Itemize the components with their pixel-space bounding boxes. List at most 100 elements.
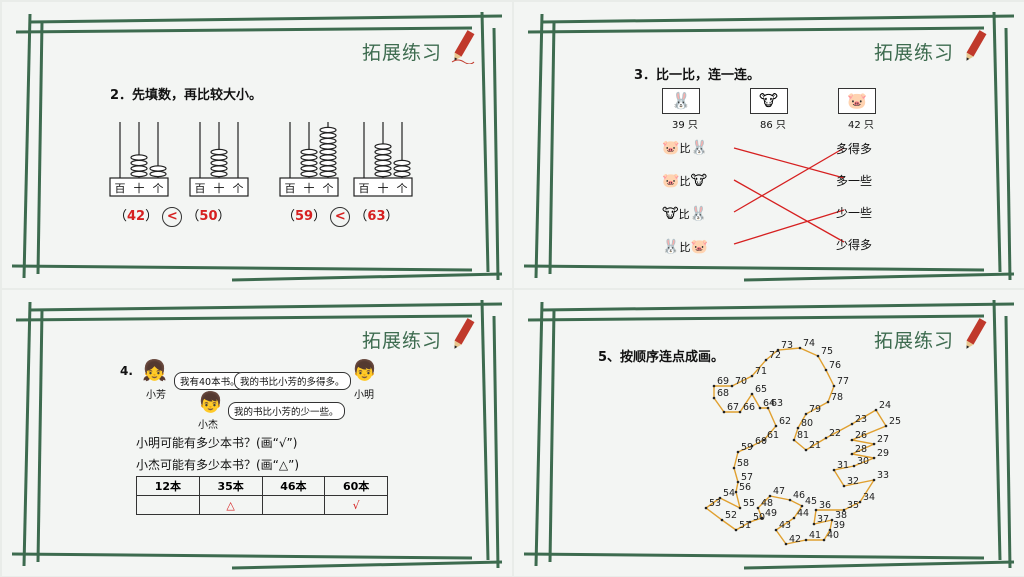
answer-42[interactable]: 42: [127, 209, 146, 224]
dot-number: 73: [781, 340, 793, 351]
count-pig: 42 只: [848, 120, 874, 131]
abacus-bead: [319, 159, 337, 167]
abacus-bead: [374, 170, 392, 178]
abacus-bead: [300, 170, 318, 178]
question-text: 3．比一比，连一连。: [634, 68, 761, 83]
dot-number: 63: [771, 398, 783, 409]
boy-icon: 👦: [352, 358, 377, 382]
compare-circle-2[interactable]: <: [330, 207, 351, 227]
abacus-bead: [149, 170, 167, 178]
answer-row-2: （59） < （63）: [282, 205, 399, 227]
dot-number: 23: [855, 414, 867, 425]
dot-point: [762, 438, 766, 442]
abacus-bead: [393, 159, 411, 167]
option-2[interactable]: 多一些: [836, 174, 873, 188]
dot-number: 79: [809, 404, 821, 415]
dot-point: [774, 528, 778, 532]
frame-decoration: [523, 299, 1015, 570]
pair-2: 🐷比🐮: [662, 173, 708, 189]
dot-point: [734, 528, 738, 532]
abacus-bead: [319, 126, 337, 134]
dot-point: [734, 490, 738, 494]
dot-point: [718, 496, 722, 500]
abacus-bead: [374, 159, 392, 167]
dot-number: 77: [837, 376, 849, 387]
dot-point: [764, 358, 768, 362]
option-4[interactable]: 少得多: [836, 238, 873, 252]
dot-number: 30: [857, 456, 869, 467]
abacus-bead: [130, 165, 148, 172]
dot-point: [804, 448, 808, 452]
slide-2[interactable]: 拓展练习 3．比一比，连一连。 🐰 🐮 🐷 39 只 86 只 42 只 🐷比🐰…: [514, 2, 1024, 288]
dot-point: [784, 542, 788, 546]
answer-63[interactable]: 63: [367, 209, 386, 224]
slide-1[interactable]: 拓展练习 2．先填数，再比较大小。 百十个百十个百十个百十个 （42） < （5…: [2, 2, 512, 288]
dot-point: [884, 424, 888, 428]
pencil-icon: [451, 30, 475, 64]
dot-point: [798, 346, 802, 350]
abacus-bead: [393, 165, 411, 172]
name-xiaoming: 小明: [354, 390, 374, 401]
dot-point: [824, 368, 828, 372]
match-lines: [733, 147, 845, 245]
dot-number: 42: [789, 534, 801, 545]
compare-circle-1[interactable]: <: [162, 207, 183, 227]
dot-point: [842, 484, 846, 488]
dot-point: [758, 406, 762, 410]
dot-point: [736, 480, 740, 484]
rabbit-icon: 🐰: [671, 91, 691, 110]
dot-number: 21: [809, 440, 821, 451]
abacus-place-label: 十: [134, 181, 145, 195]
dot-number: 46: [793, 490, 805, 501]
dot-point: [774, 424, 778, 428]
abacus-bead: [130, 154, 148, 161]
compare-pairs: 🐷比🐰 🐷比🐮 🐮比🐰 🐰比🐷: [662, 132, 708, 264]
answer-59[interactable]: 59: [295, 209, 314, 224]
dot-number: 50: [753, 512, 765, 523]
dot-point: [792, 438, 796, 442]
table-header-row: 12本 35本 46本 60本: [136, 476, 388, 496]
dot-number: 61: [767, 430, 779, 441]
abacus-bead: [374, 148, 392, 156]
abacus-bead: [130, 159, 148, 167]
option-3[interactable]: 少一些: [836, 206, 873, 220]
option-1[interactable]: 多得多: [836, 142, 873, 156]
dot-point: [842, 508, 846, 512]
dot-number: 59: [741, 442, 753, 453]
slide-3[interactable]: 拓展练习 4. 👧 小芳 我有40本书。 我的书比小芳的多得多。 👦 小明 👦 …: [2, 290, 512, 576]
dot-point: [704, 506, 708, 510]
abacus-bead: [300, 148, 318, 156]
dot-number: 64: [763, 398, 775, 409]
dot-number: 36: [819, 500, 831, 511]
dot-number: 27: [877, 434, 889, 445]
pair-3: 🐮比🐰: [662, 206, 708, 222]
dot-point: [850, 422, 854, 426]
dot-point: [712, 384, 716, 388]
abacus-bead: [149, 165, 167, 172]
dot-number: 52: [725, 510, 737, 521]
dot-point: [850, 452, 854, 456]
dot-point: [720, 518, 724, 522]
dot-number: 65: [755, 384, 767, 395]
slide-title: 拓展练习: [362, 330, 443, 352]
dot-point: [816, 354, 820, 358]
dot-number: 74: [803, 338, 815, 349]
dot-point: [712, 396, 716, 400]
abacus-bead: [210, 159, 228, 167]
bubble-3: 我的书比小芳的少一些。: [228, 402, 345, 420]
pencil-icon: [454, 318, 475, 349]
dot-point: [804, 538, 808, 542]
dot-point: [738, 410, 742, 414]
answer-50[interactable]: 50: [199, 209, 218, 224]
boy2-icon: 👦: [198, 390, 223, 414]
cow-box: 🐮: [750, 88, 788, 114]
dot-number: 72: [769, 350, 781, 361]
abacus-bead: [300, 159, 318, 167]
dot-number: 70: [735, 376, 747, 387]
abacus-place-label: 百: [195, 182, 206, 195]
dot-number: 25: [889, 416, 901, 427]
dot-number: 48: [761, 498, 773, 509]
slide-title: 拓展练习: [874, 330, 955, 352]
